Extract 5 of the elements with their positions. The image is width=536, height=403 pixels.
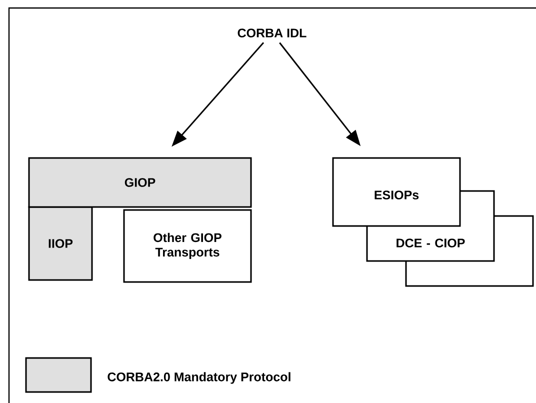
title-text: CORBA IDL [238, 28, 306, 38]
legend-text: CORBA2.0 Mandatory Protocol [108, 372, 290, 384]
protocol-box: IIOP [28, 206, 93, 281]
protocol-box: ESIOPs [332, 157, 461, 227]
protocol-box: Other GIOP Transports [123, 209, 252, 283]
